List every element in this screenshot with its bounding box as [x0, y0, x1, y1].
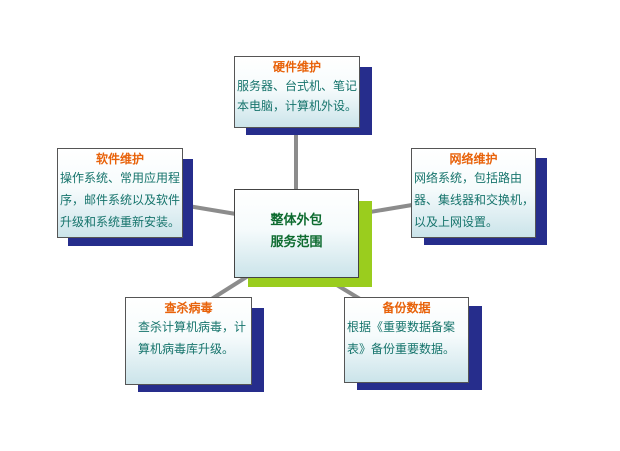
center-box: 整体外包 服务范围	[234, 189, 359, 278]
antivirus-line-1: 查杀计算机病毒，计	[138, 320, 247, 334]
hardware-line-1: 服务器、台式机、笔记	[237, 79, 358, 93]
network-maintenance-title: 网络维护	[449, 152, 498, 166]
center-title-line-2: 服务范围	[270, 235, 323, 250]
software-line-1: 操作系统、常用应用程	[60, 171, 181, 185]
antivirus-line-2: 算机病毒库升级。	[138, 342, 235, 356]
network-line-1: 网络系统，包括路由	[414, 171, 523, 185]
antivirus-title: 查杀病毒	[164, 301, 213, 315]
backup-line-1: 根据《重要数据备案	[347, 320, 456, 334]
software-line-2: 序，邮件系统以及软件	[60, 193, 181, 207]
software-maintenance-title: 软件维护	[95, 152, 144, 166]
backup-data-title: 备份数据	[382, 301, 431, 315]
connector-antivirus	[208, 274, 250, 302]
hardware-maintenance-title: 硬件维护	[272, 60, 321, 74]
center-title-line-1: 整体外包	[270, 213, 323, 228]
network-line-2: 器、集线器和交换机，	[414, 193, 535, 207]
antivirus-box: 查杀病毒 查杀计算机病毒，计 算机病毒库升级。	[125, 297, 252, 385]
backup-data-box: 备份数据 根据《重要数据备案 表》备份重要数据。	[344, 297, 469, 383]
backup-line-2: 表》备份重要数据。	[347, 342, 456, 356]
hardware-line-2: 本电脑，计算机外设。	[237, 99, 358, 113]
hardware-maintenance-box: 硬件维护 服务器、台式机、笔记 本电脑，计算机外设。	[234, 56, 360, 128]
network-line-3: 以及上网设置。	[414, 215, 499, 229]
network-maintenance-box: 网络维护 网络系统，包括路由 器、集线器和交换机， 以及上网设置。	[411, 148, 536, 238]
software-line-3: 升级和系统重新安装。	[60, 215, 181, 229]
software-maintenance-box: 软件维护 操作系统、常用应用程 序，邮件系统以及软件 升级和系统重新安装。	[57, 148, 183, 238]
